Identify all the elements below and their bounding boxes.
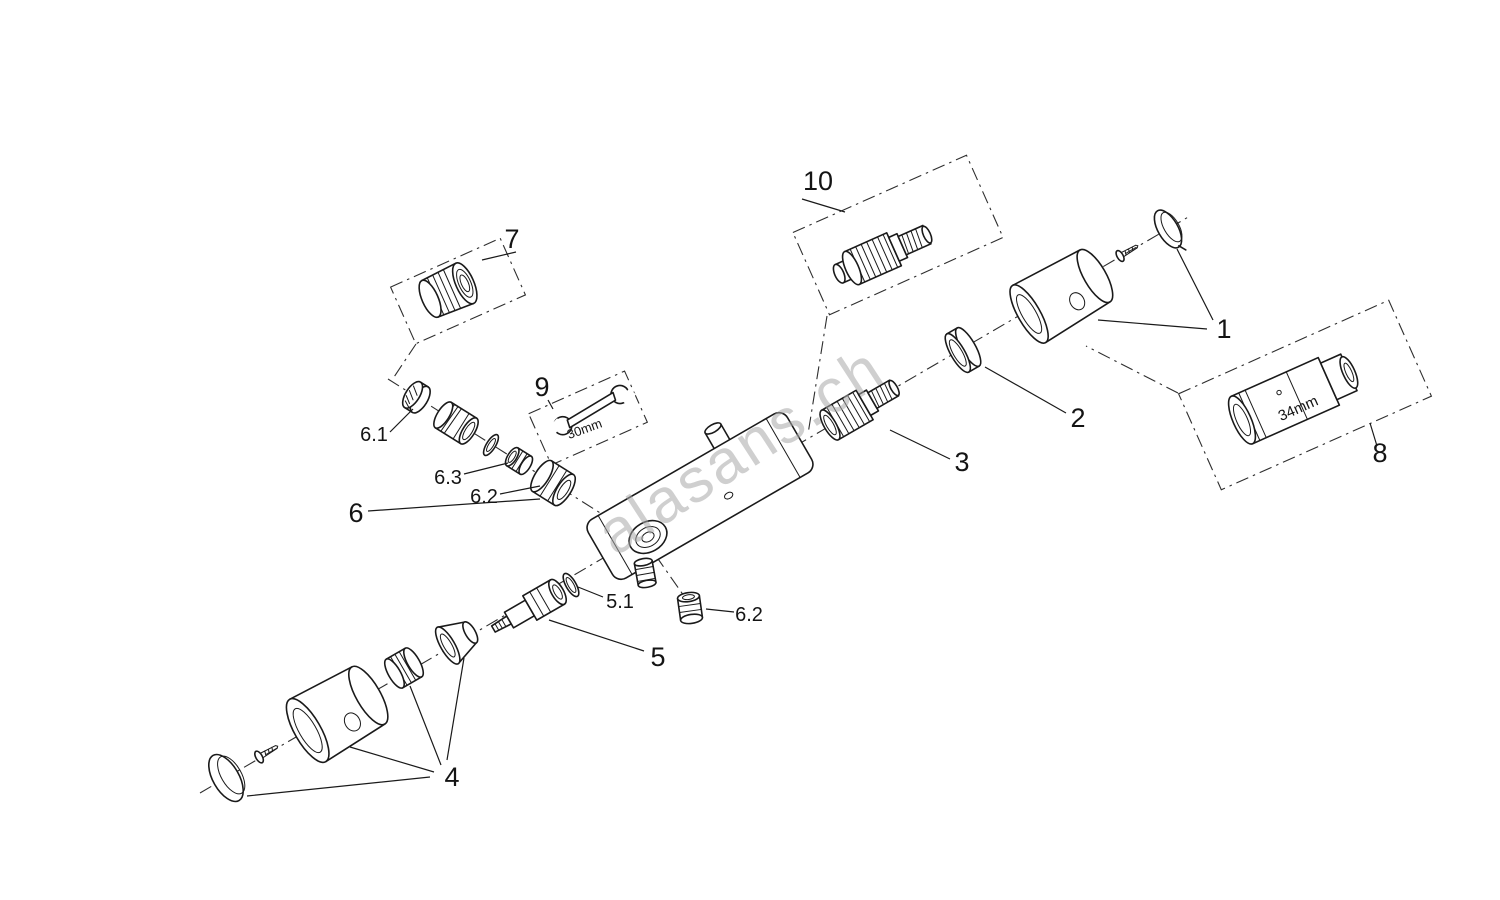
callout-8: 8 — [1372, 438, 1387, 468]
part-2-ring — [944, 326, 982, 374]
body-lower-stub — [633, 557, 657, 589]
callout-6-1: 6.1 — [360, 424, 388, 446]
callout-6-3: 6.3 — [434, 467, 462, 489]
leader-lines — [246, 198, 1378, 797]
part-6-o-ring — [482, 433, 500, 457]
part-4-cone-adapter — [434, 621, 479, 665]
part-4-cap-disc — [208, 753, 246, 803]
part-3-check-valve — [819, 379, 900, 441]
frame-part-9 — [527, 370, 649, 466]
part-7-coupling-nut — [418, 262, 478, 319]
callout-6: 6 — [348, 498, 363, 528]
callout-4: 4 — [444, 762, 459, 792]
part-4-screw — [254, 745, 279, 764]
part-4-handle-housing — [285, 665, 389, 764]
part-1-escutcheon-housing — [1009, 248, 1114, 344]
part-5-1-o-ring — [562, 572, 580, 598]
part-5-cartridge — [490, 578, 568, 633]
part-8-thermo-cartridge: 34mm — [1227, 353, 1359, 445]
watermark: alasans.ch — [585, 333, 896, 569]
part-1-screw — [1115, 244, 1139, 263]
callout-9: 9 — [534, 372, 549, 402]
part-10-check-valve-cartridge — [832, 224, 933, 286]
callout-2: 2 — [1070, 403, 1085, 433]
part-4-knurled-ring — [383, 647, 425, 689]
callout-5: 5 — [650, 642, 665, 672]
callout-6-2b: 6.2 — [735, 604, 763, 626]
callout-1: 1 — [1216, 314, 1231, 344]
callout-10: 10 — [803, 166, 833, 196]
part-9-wrench — [547, 384, 637, 436]
callout-6-2a: 6.2 — [470, 486, 498, 508]
callout-7: 7 — [504, 224, 519, 254]
part-1-cover-cap — [1153, 209, 1187, 251]
part-6-2-lower-adapter — [676, 591, 704, 625]
part-6-3-insert — [504, 446, 534, 476]
part-6-union-adapter — [433, 401, 479, 445]
callout-5-1: 5.1 — [606, 591, 634, 613]
body-inlet-port — [628, 519, 668, 555]
part-6-1-strainer — [401, 380, 431, 414]
part-6-2-union-nut — [529, 459, 577, 507]
callout-3: 3 — [954, 447, 969, 477]
frame-part-7 — [389, 237, 527, 345]
